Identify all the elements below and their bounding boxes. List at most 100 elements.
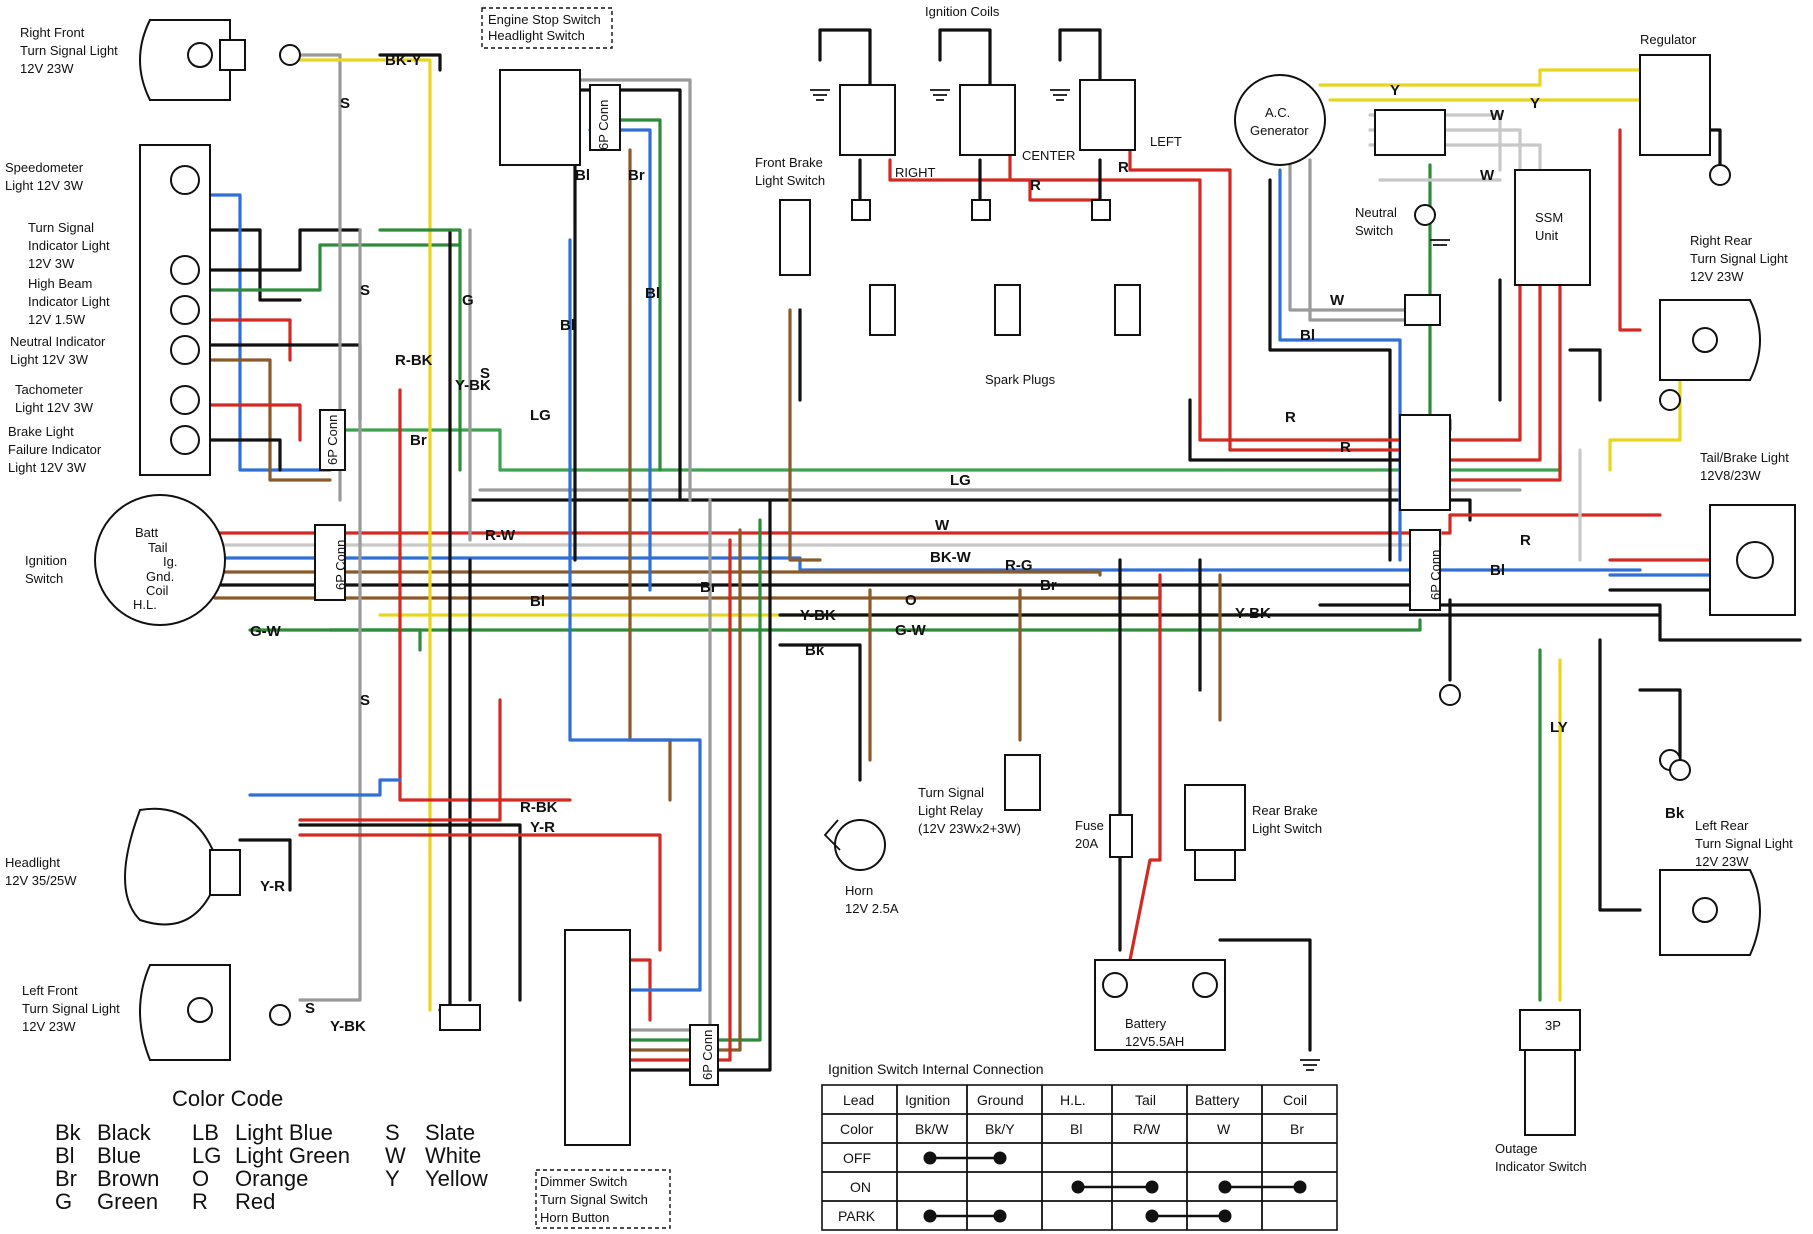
label-high-beam-2: Indicator Light	[28, 294, 110, 309]
label-left-front-3: 12V 23W	[22, 1019, 76, 1034]
cc-name-brown: Brown	[97, 1166, 159, 1191]
label-front-brake-2: Light Switch	[755, 173, 825, 188]
tr-on: ON	[850, 1179, 871, 1195]
label-headlight-1: Headlight	[5, 855, 60, 870]
label-conn-left: 6P Conn	[333, 540, 348, 590]
th-tail: Tail	[1135, 1092, 1156, 1108]
indicator-panel	[139, 144, 346, 476]
cc-name-black: Black	[97, 1120, 152, 1145]
wire-label-r-1: R	[1285, 409, 1296, 426]
tc-bk-w: Bk/W	[915, 1121, 949, 1137]
label-spark-plugs: Spark Plugs	[985, 372, 1056, 387]
right-front-turn-signal	[139, 19, 301, 101]
cc-code-r: R	[192, 1189, 208, 1214]
horn	[823, 819, 886, 871]
wire-label-w-gen: W	[1490, 107, 1505, 124]
cc-code-br: Br	[55, 1166, 77, 1191]
label-dimmer-3: Horn Button	[540, 1210, 609, 1225]
label-right-rear-1: Right Rear	[1690, 233, 1753, 248]
wire-label-y-r-head: Y-R	[260, 878, 285, 895]
neutral-switch	[1404, 204, 1441, 326]
cc-name-white: White	[425, 1143, 481, 1168]
label-regulator: Regulator	[1640, 32, 1697, 47]
ignition-table-title: Ignition Switch Internal Connection	[828, 1061, 1044, 1077]
label-ign-coil: Coil	[146, 583, 169, 598]
ignition-switch	[94, 494, 226, 626]
wire-labels: BK-Y S S S G Bl Br Bl Bl LG LG Br R-W W …	[250, 52, 1685, 1035]
wire-label-w-top: W	[1480, 167, 1495, 184]
wire-label-bl-ssm: Bl	[1300, 327, 1315, 344]
label-turn-indicator-2: Indicator Light	[28, 238, 110, 253]
label-tail-brake-1: Tail/Brake Light	[1700, 450, 1789, 465]
tc-w: W	[1217, 1121, 1231, 1137]
ignition-coil-right	[839, 84, 896, 221]
label-outage-1: Outage	[1495, 1141, 1538, 1156]
cc-code-y: Y	[385, 1166, 400, 1191]
th-battery: Battery	[1195, 1092, 1239, 1108]
wire-label-br-mid: Br	[1040, 577, 1057, 594]
wire-label-s-vert: S	[360, 692, 370, 709]
cc-name-blue: Blue	[97, 1143, 141, 1168]
cc-name-yellow: Yellow	[425, 1166, 488, 1191]
label-conn-right: 6P Conn	[1428, 550, 1443, 600]
label-neutral-indicator-1: Neutral Indicator	[10, 334, 106, 349]
label-headlight-2: 12V 35/25W	[5, 873, 77, 888]
label-brake-failure-3: Light 12V 3W	[8, 460, 87, 475]
label-left-rear-3: 12V 23W	[1695, 854, 1749, 869]
cc-code-w: W	[385, 1143, 406, 1168]
label-ign-hl: H.L.	[133, 597, 157, 612]
turn-signal-relay	[1004, 754, 1041, 811]
wire-label-r-3: R	[1030, 177, 1041, 194]
label-ignition-switch-2: Switch	[25, 571, 63, 586]
wire-label-o: O	[905, 592, 917, 609]
cc-name-red: Red	[235, 1189, 275, 1214]
label-engine-stop-2: Headlight Switch	[488, 28, 585, 43]
cc-code-lg: LG	[192, 1143, 221, 1168]
wire-label-y-r-low: Y-R	[530, 819, 555, 836]
tr-park: PARK	[838, 1208, 876, 1224]
label-right-rear-3: 12V 23W	[1690, 269, 1744, 284]
label-conn-engine-stop: 6P Conn	[596, 100, 611, 150]
label-conn-dimmer: 6P Conn	[700, 1030, 715, 1080]
wire-label-w-ssm: W	[1330, 292, 1345, 309]
front-brake-switch	[779, 199, 811, 276]
label-battery-2: 12V5.5AH	[1125, 1034, 1184, 1049]
cc-code-g: G	[55, 1189, 72, 1214]
wire-label-bl-left: Bl	[530, 593, 545, 610]
label-turn-relay-3: (12V 23Wx2+3W)	[918, 821, 1021, 836]
wire-label-bk-horn: Bk	[805, 642, 825, 659]
label-speedometer-1: Speedometer	[5, 160, 84, 175]
label-high-beam-3: 12V 1.5W	[28, 312, 86, 327]
th-coil: Coil	[1283, 1092, 1307, 1108]
label-left-front-2: Turn Signal Light	[22, 1001, 120, 1016]
label-conn-3p: 3P	[1545, 1018, 1561, 1033]
wire-label-g-w: G-W	[895, 622, 927, 639]
label-dimmer-1: Dimmer Switch	[540, 1174, 627, 1189]
tail-brake-light	[1709, 504, 1796, 616]
label-tachometer-2: Light 12V 3W	[15, 400, 94, 415]
connector-right	[1409, 529, 1441, 611]
label-front-brake-1: Front Brake	[755, 155, 823, 170]
label-ssm-2: Unit	[1535, 228, 1559, 243]
label-left-front-1: Left Front	[22, 983, 78, 998]
color-code-legend: Color Code Bk Black Bl Blue Br Brown G G…	[55, 1086, 488, 1214]
wire-label-ly: LY	[1550, 719, 1568, 736]
label-right-rear-2: Turn Signal Light	[1690, 251, 1788, 266]
th-lead: Lead	[843, 1092, 874, 1108]
color-code-col3: S Slate W White Y Yellow	[385, 1120, 488, 1191]
label-left-rear-2: Turn Signal Light	[1695, 836, 1793, 851]
label-engine-stop-1: Engine Stop Switch	[488, 12, 601, 27]
color-code-col2: LB Light Blue LG Light Green O Orange R …	[192, 1120, 350, 1214]
wire-label-s-mid: S	[360, 282, 370, 299]
label-ign-ig: Ig.	[163, 554, 177, 569]
tc-br: Br	[1290, 1121, 1304, 1137]
label-high-beam-1: High Beam	[28, 276, 92, 291]
label-ac-generator-2: Generator	[1250, 123, 1309, 138]
color-code-col1: Bk Black Bl Blue Br Brown G Green	[55, 1120, 159, 1214]
tc-color: Color	[840, 1121, 874, 1137]
label-coil-right: RIGHT	[895, 165, 936, 180]
wire-label-lg-right: LG	[950, 472, 971, 489]
wire-label-bl-top: Bl	[575, 167, 590, 184]
wiring-harness	[208, 28, 1802, 1072]
